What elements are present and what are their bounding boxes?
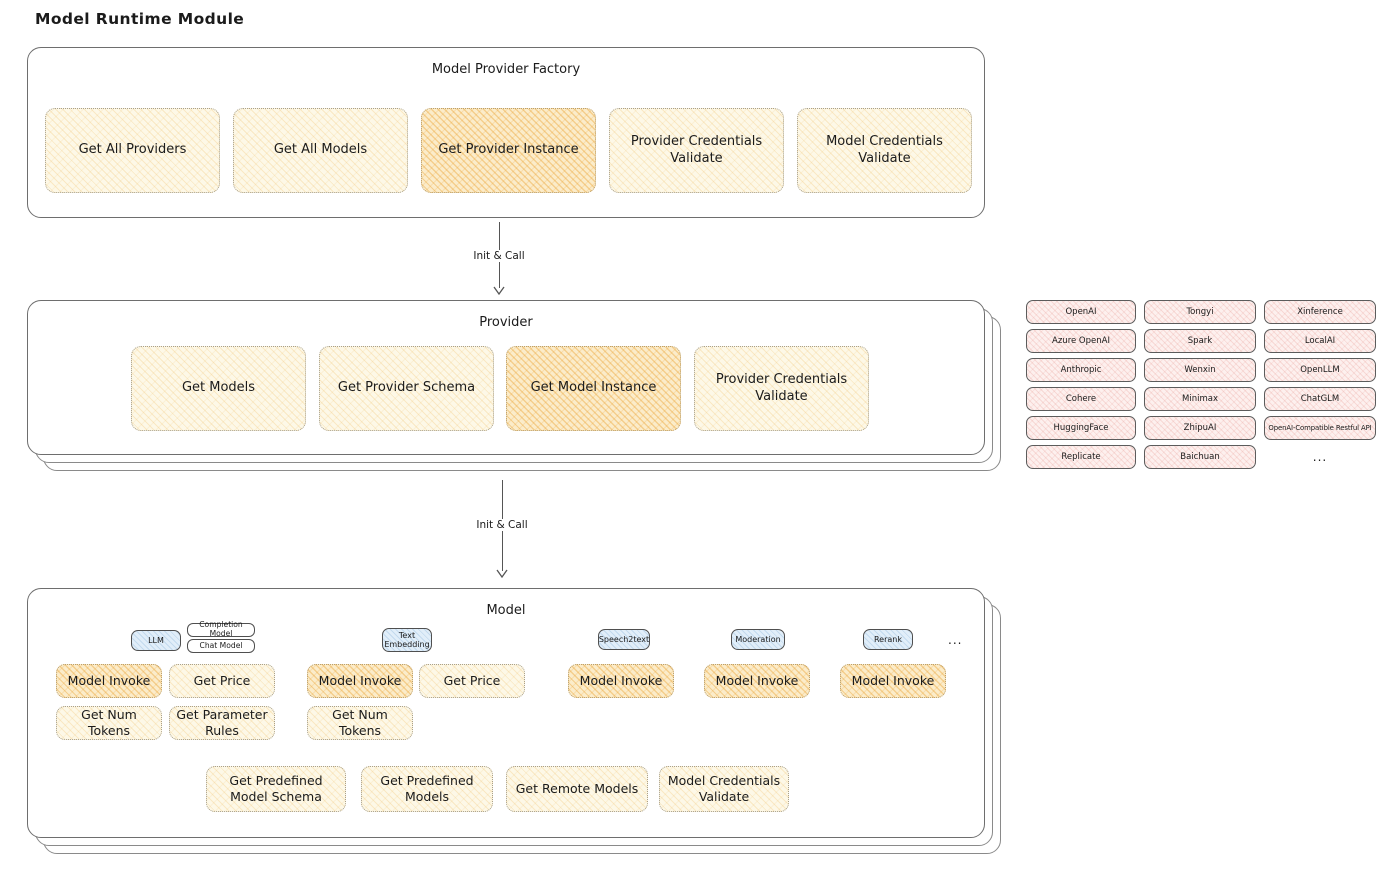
node-llm-get-parameter-rules: Get Parameter Rules bbox=[169, 706, 275, 740]
provider-chip-openai-compatible: OpenAI-Compatible Restful API bbox=[1264, 416, 1376, 440]
provider-chip-spark: Spark bbox=[1144, 329, 1256, 353]
provider-chip-chatglm: ChatGLM bbox=[1264, 387, 1376, 411]
tag-moderation: Moderation bbox=[731, 629, 785, 650]
provider-chip-anthropic: Anthropic bbox=[1026, 358, 1136, 382]
node-get-models: Get Models bbox=[131, 346, 306, 431]
arrow-head-icon bbox=[496, 569, 508, 578]
node-get-predefined-models: Get Predefined Models bbox=[361, 766, 493, 812]
provider-chip-cohere: Cohere bbox=[1026, 387, 1136, 411]
tag-text-embedding: Text Embedding bbox=[382, 628, 432, 652]
node-rerank-model-invoke: Model Invoke bbox=[840, 664, 946, 698]
tag-chat-model: Chat Model bbox=[187, 639, 255, 653]
provider-list: OpenAI Tongyi Xinference Azure OpenAI Sp… bbox=[1026, 300, 1376, 469]
node-embedding-get-price: Get Price bbox=[419, 664, 525, 698]
provider-chip-huggingface: HuggingFace bbox=[1026, 416, 1136, 440]
factory-title: Model Provider Factory bbox=[431, 62, 581, 77]
arrow-provider-to-model: Init & Call bbox=[471, 480, 533, 578]
node-get-predefined-model-schema: Get Predefined Model Schema bbox=[206, 766, 346, 812]
node-provider-credentials-validate: Provider Credentials Validate bbox=[609, 108, 784, 193]
provider-title: Provider bbox=[479, 315, 533, 330]
node-get-remote-models: Get Remote Models bbox=[506, 766, 648, 812]
provider-chip-openai: OpenAI bbox=[1026, 300, 1136, 324]
node-get-all-providers: Get All Providers bbox=[45, 108, 220, 193]
provider-chip-wenxin: Wenxin bbox=[1144, 358, 1256, 382]
tag-speech2text: Speech2text bbox=[598, 629, 650, 650]
node-embedding-get-num-tokens: Get Num Tokens bbox=[307, 706, 413, 740]
tag-rerank: Rerank bbox=[863, 629, 913, 650]
provider-chip-azure-openai: Azure OpenAI bbox=[1026, 329, 1136, 353]
provider-chip-openllm: OpenLLM bbox=[1264, 358, 1376, 382]
tag-completion-model: Completion Model bbox=[187, 620, 255, 638]
node-llm-get-price: Get Price bbox=[169, 664, 275, 698]
arrow-head-icon bbox=[493, 286, 505, 295]
node-moderation-model-invoke: Model Invoke bbox=[704, 664, 810, 698]
node-model-credentials-validate-2: Model Credentials Validate bbox=[659, 766, 789, 812]
provider-chip-zhipuai: ZhipuAI bbox=[1144, 416, 1256, 440]
tag-llm: LLM bbox=[131, 630, 181, 651]
provider-chip-minimax: Minimax bbox=[1144, 387, 1256, 411]
model-title: Model bbox=[486, 603, 526, 618]
arrow-label-init-call-2: Init & Call bbox=[471, 519, 533, 532]
model-tags-more: ... bbox=[948, 633, 963, 647]
provider-chip-xinference: Xinference bbox=[1264, 300, 1376, 324]
node-model-credentials-validate: Model Credentials Validate bbox=[797, 108, 972, 193]
node-get-provider-schema: Get Provider Schema bbox=[319, 346, 494, 431]
provider-list-more: ... bbox=[1312, 450, 1328, 464]
arrow-label-init-call-1: Init & Call bbox=[468, 249, 530, 262]
node-get-model-instance: Get Model Instance bbox=[506, 346, 681, 431]
provider-chip-replicate: Replicate bbox=[1026, 445, 1136, 469]
provider-container: Provider Get Models Get Provider Schema … bbox=[27, 300, 985, 455]
provider-chip-baichuan: Baichuan bbox=[1144, 445, 1256, 469]
node-speech2text-model-invoke: Model Invoke bbox=[568, 664, 674, 698]
model-container: Model LLM Completion Model Chat Model Te… bbox=[27, 588, 985, 838]
node-provider-credentials-validate-2: Provider Credentials Validate bbox=[694, 346, 869, 431]
node-get-all-models: Get All Models bbox=[233, 108, 408, 193]
node-llm-model-invoke: Model Invoke bbox=[56, 664, 162, 698]
node-embedding-model-invoke: Model Invoke bbox=[307, 664, 413, 698]
page-title: Model Runtime Module bbox=[35, 10, 245, 28]
factory-container: Model Provider Factory Get All Providers… bbox=[27, 47, 985, 218]
provider-chip-tongyi: Tongyi bbox=[1144, 300, 1256, 324]
node-get-provider-instance: Get Provider Instance bbox=[421, 108, 596, 193]
provider-chip-localai: LocalAI bbox=[1264, 329, 1376, 353]
node-llm-get-num-tokens: Get Num Tokens bbox=[56, 706, 162, 740]
arrow-factory-to-provider: Init & Call bbox=[468, 222, 530, 295]
